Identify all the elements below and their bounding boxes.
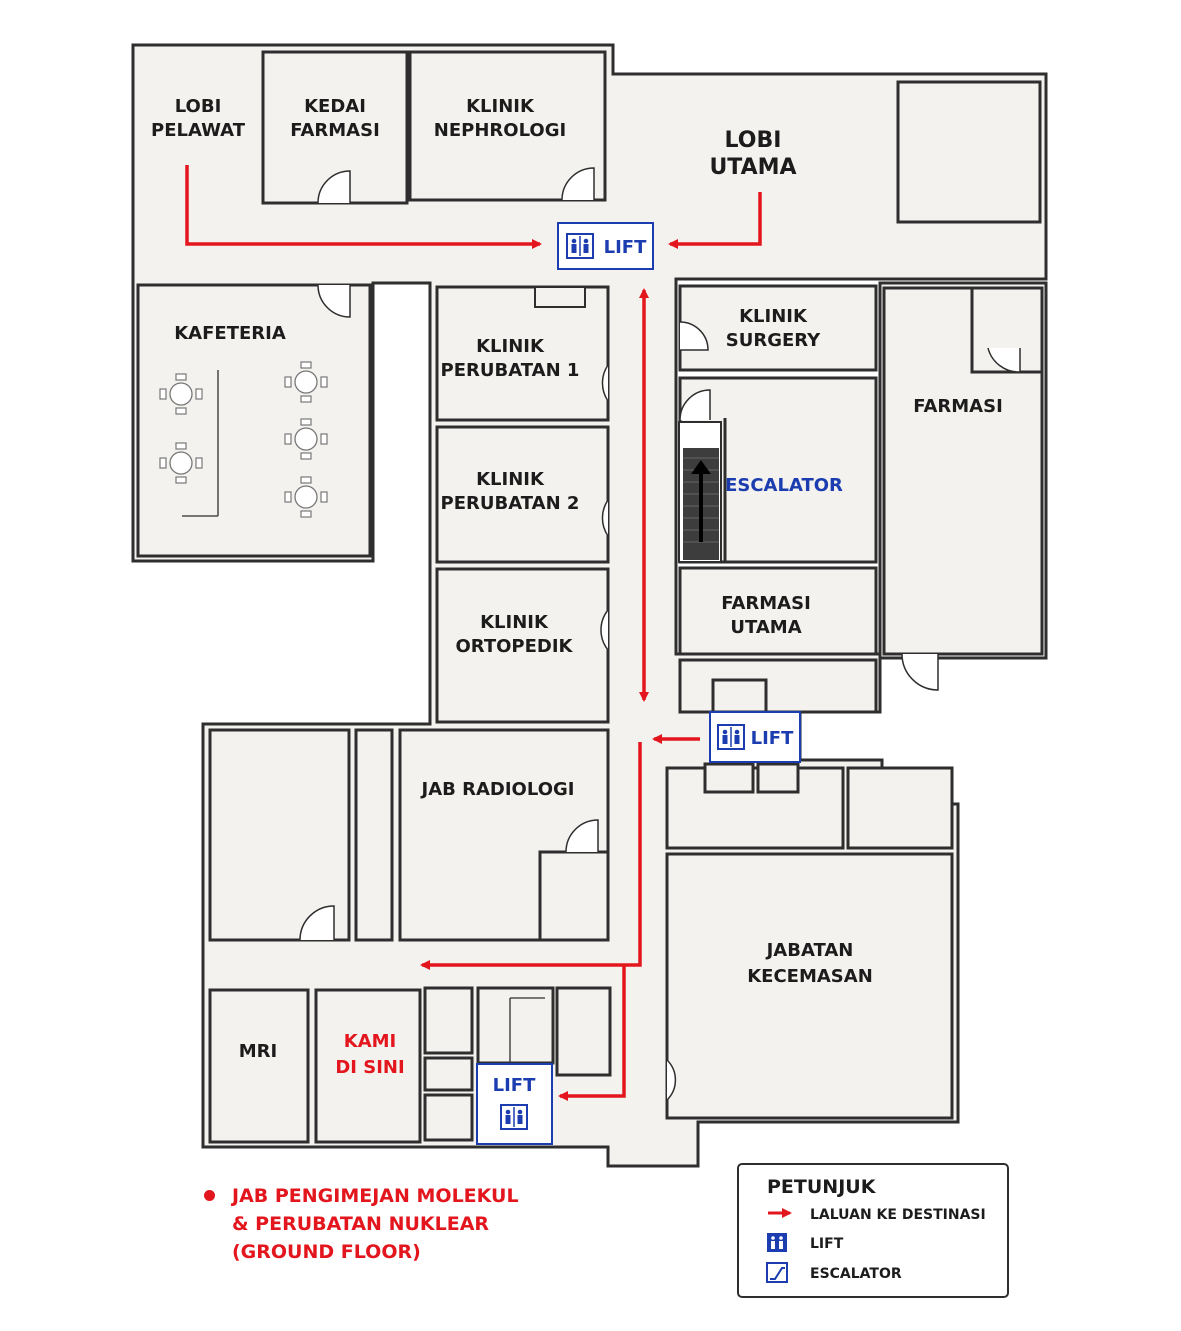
svg-text:LIFT: LIFT xyxy=(751,728,794,749)
svg-text:KLINIK: KLINIK xyxy=(476,336,545,357)
room-lobi-utama: LOBI UTAMA xyxy=(709,128,796,180)
svg-text:UTAMA: UTAMA xyxy=(730,617,801,638)
svg-text:FARMASI: FARMASI xyxy=(290,120,380,141)
svg-text:MRI: MRI xyxy=(239,1041,277,1062)
room-top-right-storage xyxy=(896,80,1042,224)
svg-text:ESCALATOR: ESCALATOR xyxy=(810,1266,902,1282)
room-jab-radiologi: JAB RADIOLOGI xyxy=(398,728,610,942)
destination-note: JAB PENGIMEJAN MOLEKUL & PERUBATAN NUKLE… xyxy=(204,1182,544,1266)
svg-text:LIFT: LIFT xyxy=(493,1075,536,1096)
svg-text:LALUAN KE DESTINASI: LALUAN KE DESTINASI xyxy=(810,1207,986,1223)
svg-text:LOBI: LOBI xyxy=(175,96,222,117)
room-left-storage xyxy=(208,728,394,942)
svg-text:JAB RADIOLOGI: JAB RADIOLOGI xyxy=(420,779,575,800)
lift-core-bottom xyxy=(423,986,612,1142)
route-to-destination xyxy=(185,165,762,1101)
svg-text:SURGERY: SURGERY xyxy=(726,330,821,351)
svg-text:KEDAI: KEDAI xyxy=(304,96,366,117)
svg-text:ESCALATOR: ESCALATOR xyxy=(725,475,843,496)
svg-text:NEPHROLOGI: NEPHROLOGI xyxy=(434,120,566,141)
room-lift-lobby-middle xyxy=(678,658,878,714)
svg-text:FARMASI: FARMASI xyxy=(913,396,1003,417)
svg-text:KAFETERIA: KAFETERIA xyxy=(174,323,286,344)
lift-top: LIFT xyxy=(557,222,654,270)
destination-note-text: JAB PENGIMEJAN MOLEKUL & PERUBATAN NUKLE… xyxy=(232,1185,519,1263)
svg-text:UTAMA: UTAMA xyxy=(709,155,796,180)
room-kafeteria: KAFETERIA xyxy=(136,283,372,558)
legend: PETUNJUK LALUAN KE DESTINASI LIFT ESCALA… xyxy=(737,1163,1009,1298)
svg-text:FARMASI: FARMASI xyxy=(721,593,811,614)
svg-text:KLINIK: KLINIK xyxy=(480,612,549,633)
lift-icon xyxy=(767,1233,787,1252)
room-lobi-pelawat: LOBI PELAWAT xyxy=(151,96,246,141)
svg-text:PERUBATAN 1: PERUBATAN 1 xyxy=(441,360,580,381)
room-klinik-perubatan-2: KLINIK PERUBATAN 2 xyxy=(435,425,610,564)
lift-bottom: LIFT xyxy=(476,1063,553,1145)
room-klinik-surgery: KLINIK SURGERY xyxy=(678,284,878,372)
lift-middle: LIFT xyxy=(709,711,801,763)
room-kami-di-sini: KAMI DI SINI xyxy=(314,988,422,1144)
svg-text:ORTOPEDIK: ORTOPEDIK xyxy=(455,636,573,657)
room-farmasi: FARMASI xyxy=(882,286,1044,691)
escalator-icon xyxy=(766,1262,788,1283)
svg-text:KLINIK: KLINIK xyxy=(476,469,545,490)
svg-text:LIFT: LIFT xyxy=(810,1236,844,1252)
room-kecemasan-annex xyxy=(665,762,954,850)
svg-text:LOBI: LOBI xyxy=(725,128,782,153)
room-mri: MRI xyxy=(208,988,310,1144)
svg-text:KECEMASAN: KECEMASAN xyxy=(747,966,873,987)
svg-text:JABATAN: JABATAN xyxy=(765,940,854,961)
room-escalator: ESCALATOR xyxy=(678,376,878,564)
room-klinik-perubatan-1: KLINIK PERUBATAN 1 xyxy=(435,285,610,422)
svg-text:KLINIK: KLINIK xyxy=(466,96,535,117)
svg-text:LIFT: LIFT xyxy=(604,237,647,258)
svg-text:PELAWAT: PELAWAT xyxy=(151,120,246,141)
room-farmasi-utama: FARMASI UTAMA xyxy=(678,566,878,656)
svg-text:DI SINI: DI SINI xyxy=(335,1057,404,1078)
svg-text:KLINIK: KLINIK xyxy=(739,306,808,327)
room-klinik-ortopedik: KLINIK ORTOPEDIK xyxy=(435,567,610,724)
svg-text:PERUBATAN 2: PERUBATAN 2 xyxy=(441,493,580,514)
bullet-dot-icon xyxy=(204,1190,215,1201)
room-klinik-nephrologi: KLINIK NEPHROLOGI xyxy=(408,50,607,202)
room-kedai-farmasi: KEDAI FARMASI xyxy=(261,50,409,205)
legend-title: PETUNJUK xyxy=(767,1176,877,1198)
svg-text:KAMI: KAMI xyxy=(344,1031,397,1052)
room-jabatan-kecemasan: JABATAN KECEMASAN xyxy=(665,852,954,1120)
